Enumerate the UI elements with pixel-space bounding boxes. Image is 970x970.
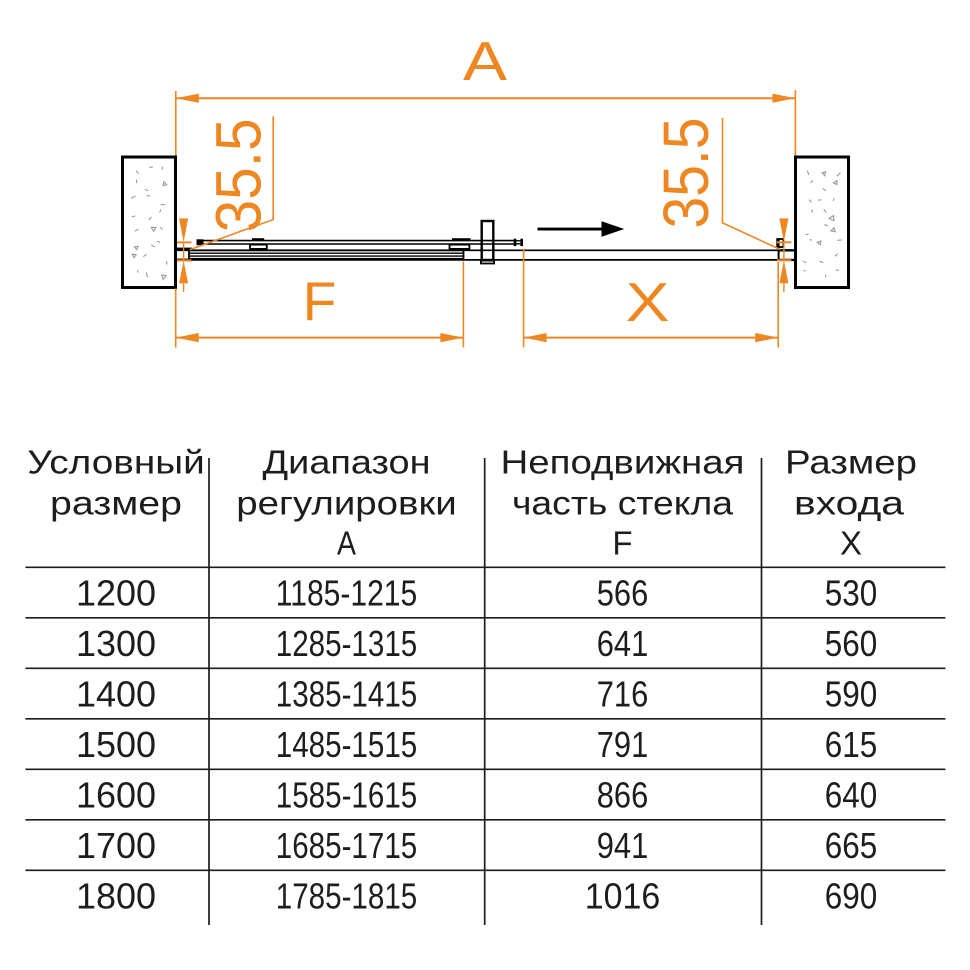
svg-text:665: 665 [825, 825, 878, 866]
svg-text:530: 530 [825, 572, 878, 613]
svg-text:Размер: Размер [785, 444, 917, 481]
svg-text:1700: 1700 [76, 825, 156, 866]
svg-text:входа: входа [794, 485, 905, 522]
svg-text:716: 716 [597, 673, 649, 714]
svg-text:1300: 1300 [76, 623, 156, 664]
svg-text:1285-1315: 1285-1315 [276, 623, 418, 664]
svg-text:Неподвижная: Неподвижная [501, 444, 745, 481]
svg-text:566: 566 [597, 572, 649, 613]
svg-text:1400: 1400 [76, 673, 156, 714]
svg-text:1685-1715: 1685-1715 [276, 825, 418, 866]
svg-text:560: 560 [825, 623, 878, 664]
svg-text:X: X [626, 271, 670, 333]
svg-text:1500: 1500 [76, 724, 156, 765]
svg-text:1785-1815: 1785-1815 [276, 875, 418, 916]
svg-text:1585-1615: 1585-1615 [276, 774, 418, 815]
svg-text:часть стекла: часть стекла [512, 485, 734, 522]
svg-text:866: 866 [597, 774, 649, 815]
svg-text:1800: 1800 [76, 875, 156, 916]
svg-text:Условный: Условный [27, 444, 205, 481]
svg-text:35.5: 35.5 [202, 118, 274, 232]
svg-text:F: F [303, 270, 337, 332]
svg-text:размер: размер [50, 485, 182, 522]
svg-text:941: 941 [597, 825, 649, 866]
svg-text:1600: 1600 [76, 774, 156, 815]
svg-text:регулировки: регулировки [236, 485, 457, 522]
svg-text:1185-1215: 1185-1215 [276, 572, 418, 613]
svg-text:F: F [612, 525, 632, 562]
svg-text:35.5: 35.5 [650, 118, 722, 229]
svg-text:640: 640 [825, 774, 878, 815]
svg-text:A: A [463, 30, 507, 92]
svg-text:1016: 1016 [585, 875, 661, 916]
svg-text:791: 791 [597, 724, 649, 765]
svg-text:690: 690 [825, 875, 878, 916]
svg-text:X: X [840, 525, 862, 562]
svg-text:590: 590 [825, 673, 878, 714]
svg-text:А: А [337, 525, 356, 562]
svg-text:1485-1515: 1485-1515 [276, 724, 418, 765]
svg-text:1385-1415: 1385-1415 [276, 673, 418, 714]
svg-text:641: 641 [597, 623, 649, 664]
svg-text:1200: 1200 [76, 572, 156, 613]
svg-text:Диапазон: Диапазон [263, 444, 431, 481]
svg-text:615: 615 [825, 724, 878, 765]
